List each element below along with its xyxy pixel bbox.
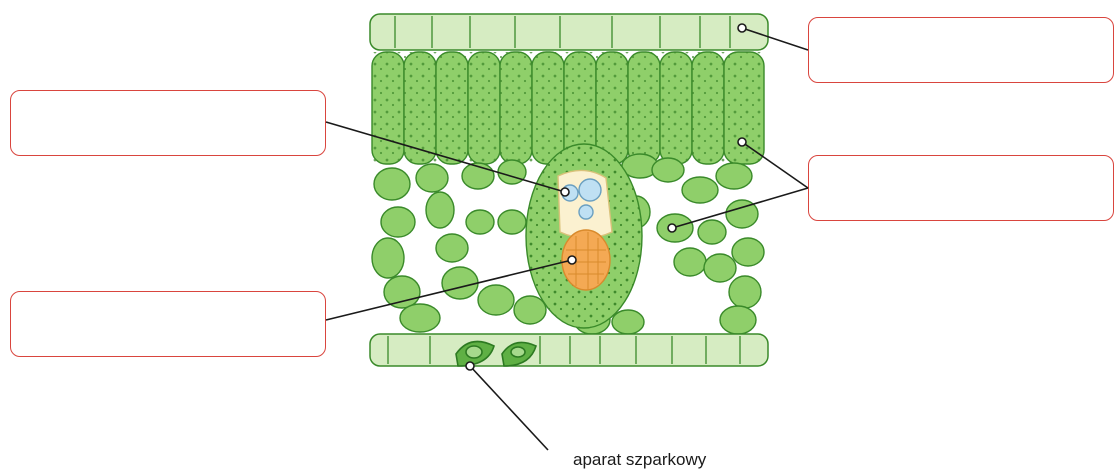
lower-epidermis — [370, 334, 768, 366]
upper-epidermis — [370, 14, 768, 50]
stoma-caption: aparat szparkowy — [573, 450, 706, 470]
vascular-bundle — [526, 144, 642, 328]
